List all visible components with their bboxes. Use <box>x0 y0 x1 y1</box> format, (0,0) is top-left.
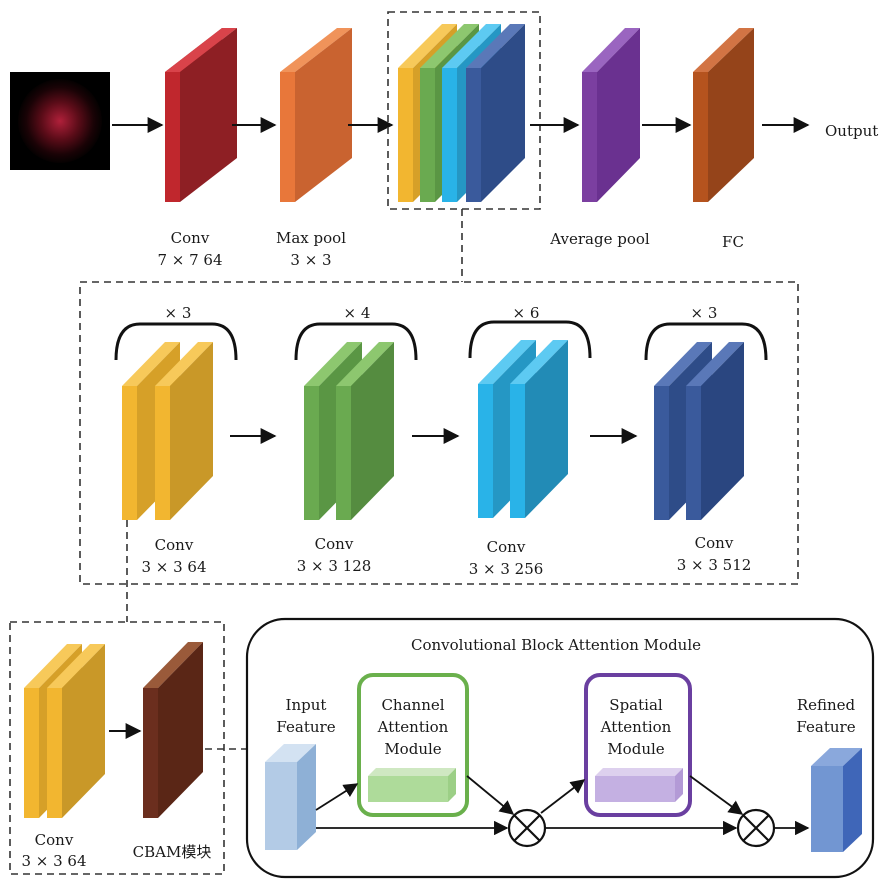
maxpool-sub: 3 × 3 <box>290 251 331 269</box>
arrow-multiply-1-to-spatial <box>540 779 586 814</box>
cbam-block-label: CBAM模块 <box>133 843 212 861</box>
cbam-module-box <box>245 617 875 879</box>
avgpool-block <box>582 28 640 202</box>
stage-4-multiplier: × 3 <box>691 304 718 322</box>
stage-3-sub: 3 × 3 256 <box>469 560 544 578</box>
fc-label: FC <box>722 233 744 251</box>
input-feature-block <box>265 744 316 850</box>
stage-4-sub: 3 × 3 512 <box>677 556 752 574</box>
refined-feature-label-1: Refined <box>797 696 856 714</box>
input-image <box>10 72 110 170</box>
stage-2-label: Conv <box>315 535 354 553</box>
stacked-stages-icon <box>398 24 525 202</box>
cbam-block <box>143 642 203 818</box>
conv7-label: Conv <box>171 229 210 247</box>
stage-4-blocks <box>654 342 744 520</box>
fc-block <box>693 28 754 202</box>
refined-feature-block <box>811 748 862 852</box>
arrow-channel-to-multiply-1 <box>466 775 515 815</box>
arrow-input-to-channel <box>315 783 359 811</box>
input-feature-label-1: Input <box>286 696 327 714</box>
detail-conv-blocks <box>24 644 105 818</box>
spatial-attention-bar <box>595 768 683 802</box>
stage-4-label: Conv <box>695 534 734 552</box>
refined-feature-label-2: Feature <box>796 718 855 736</box>
channel-attention-bar <box>368 768 456 802</box>
stage-2-multiplier: × 4 <box>344 304 371 322</box>
channel-attention-box <box>357 673 469 817</box>
arrow-spatial-to-multiply-2 <box>689 775 744 815</box>
output-label: Output <box>825 122 878 140</box>
detail-conv-sub: 3 × 3 64 <box>21 852 86 870</box>
spatial-label-3: Module <box>607 740 664 758</box>
stage-2-blocks <box>304 342 394 520</box>
cbam-title: Convolutional Block Attention Module <box>411 636 701 654</box>
brace-stage-1 <box>114 322 238 361</box>
spatial-label-2: Attention <box>600 718 672 736</box>
stage-1-blocks <box>122 342 213 520</box>
stage-1-label: Conv <box>155 536 194 554</box>
channel-label-2: Attention <box>377 718 449 736</box>
stage-3-blocks <box>478 340 568 518</box>
detail-conv-label: Conv <box>35 831 74 849</box>
spatial-label-1: Spatial <box>609 696 663 714</box>
stages-dashed-box <box>387 11 541 210</box>
brace-stage-2 <box>294 322 418 361</box>
maxpool-label: Max pool <box>276 229 346 247</box>
channel-label-3: Module <box>384 740 441 758</box>
brace-stage-3 <box>468 320 592 359</box>
stage-1-multiplier: × 3 <box>165 304 192 322</box>
conv7-block <box>165 28 237 202</box>
multiply-circle-2 <box>736 808 776 848</box>
maxpool-block <box>280 28 352 202</box>
stage-2-sub: 3 × 3 128 <box>297 557 372 575</box>
multiply-circle-1 <box>507 808 547 848</box>
spatial-attention-box <box>584 673 692 817</box>
stage-3-label: Conv <box>487 538 526 556</box>
expanded-stages-box <box>79 281 799 585</box>
channel-label-1: Channel <box>381 696 444 714</box>
detail-dashed-box <box>9 621 225 875</box>
conv7-sub: 7 × 7 64 <box>157 251 222 269</box>
stage-3-multiplier: × 6 <box>513 304 540 322</box>
brace-stage-4 <box>644 322 768 361</box>
input-feature-label-2: Feature <box>276 718 335 736</box>
avgpool-label: Average pool <box>549 230 650 248</box>
stage-1-sub: 3 × 3 64 <box>141 558 206 576</box>
